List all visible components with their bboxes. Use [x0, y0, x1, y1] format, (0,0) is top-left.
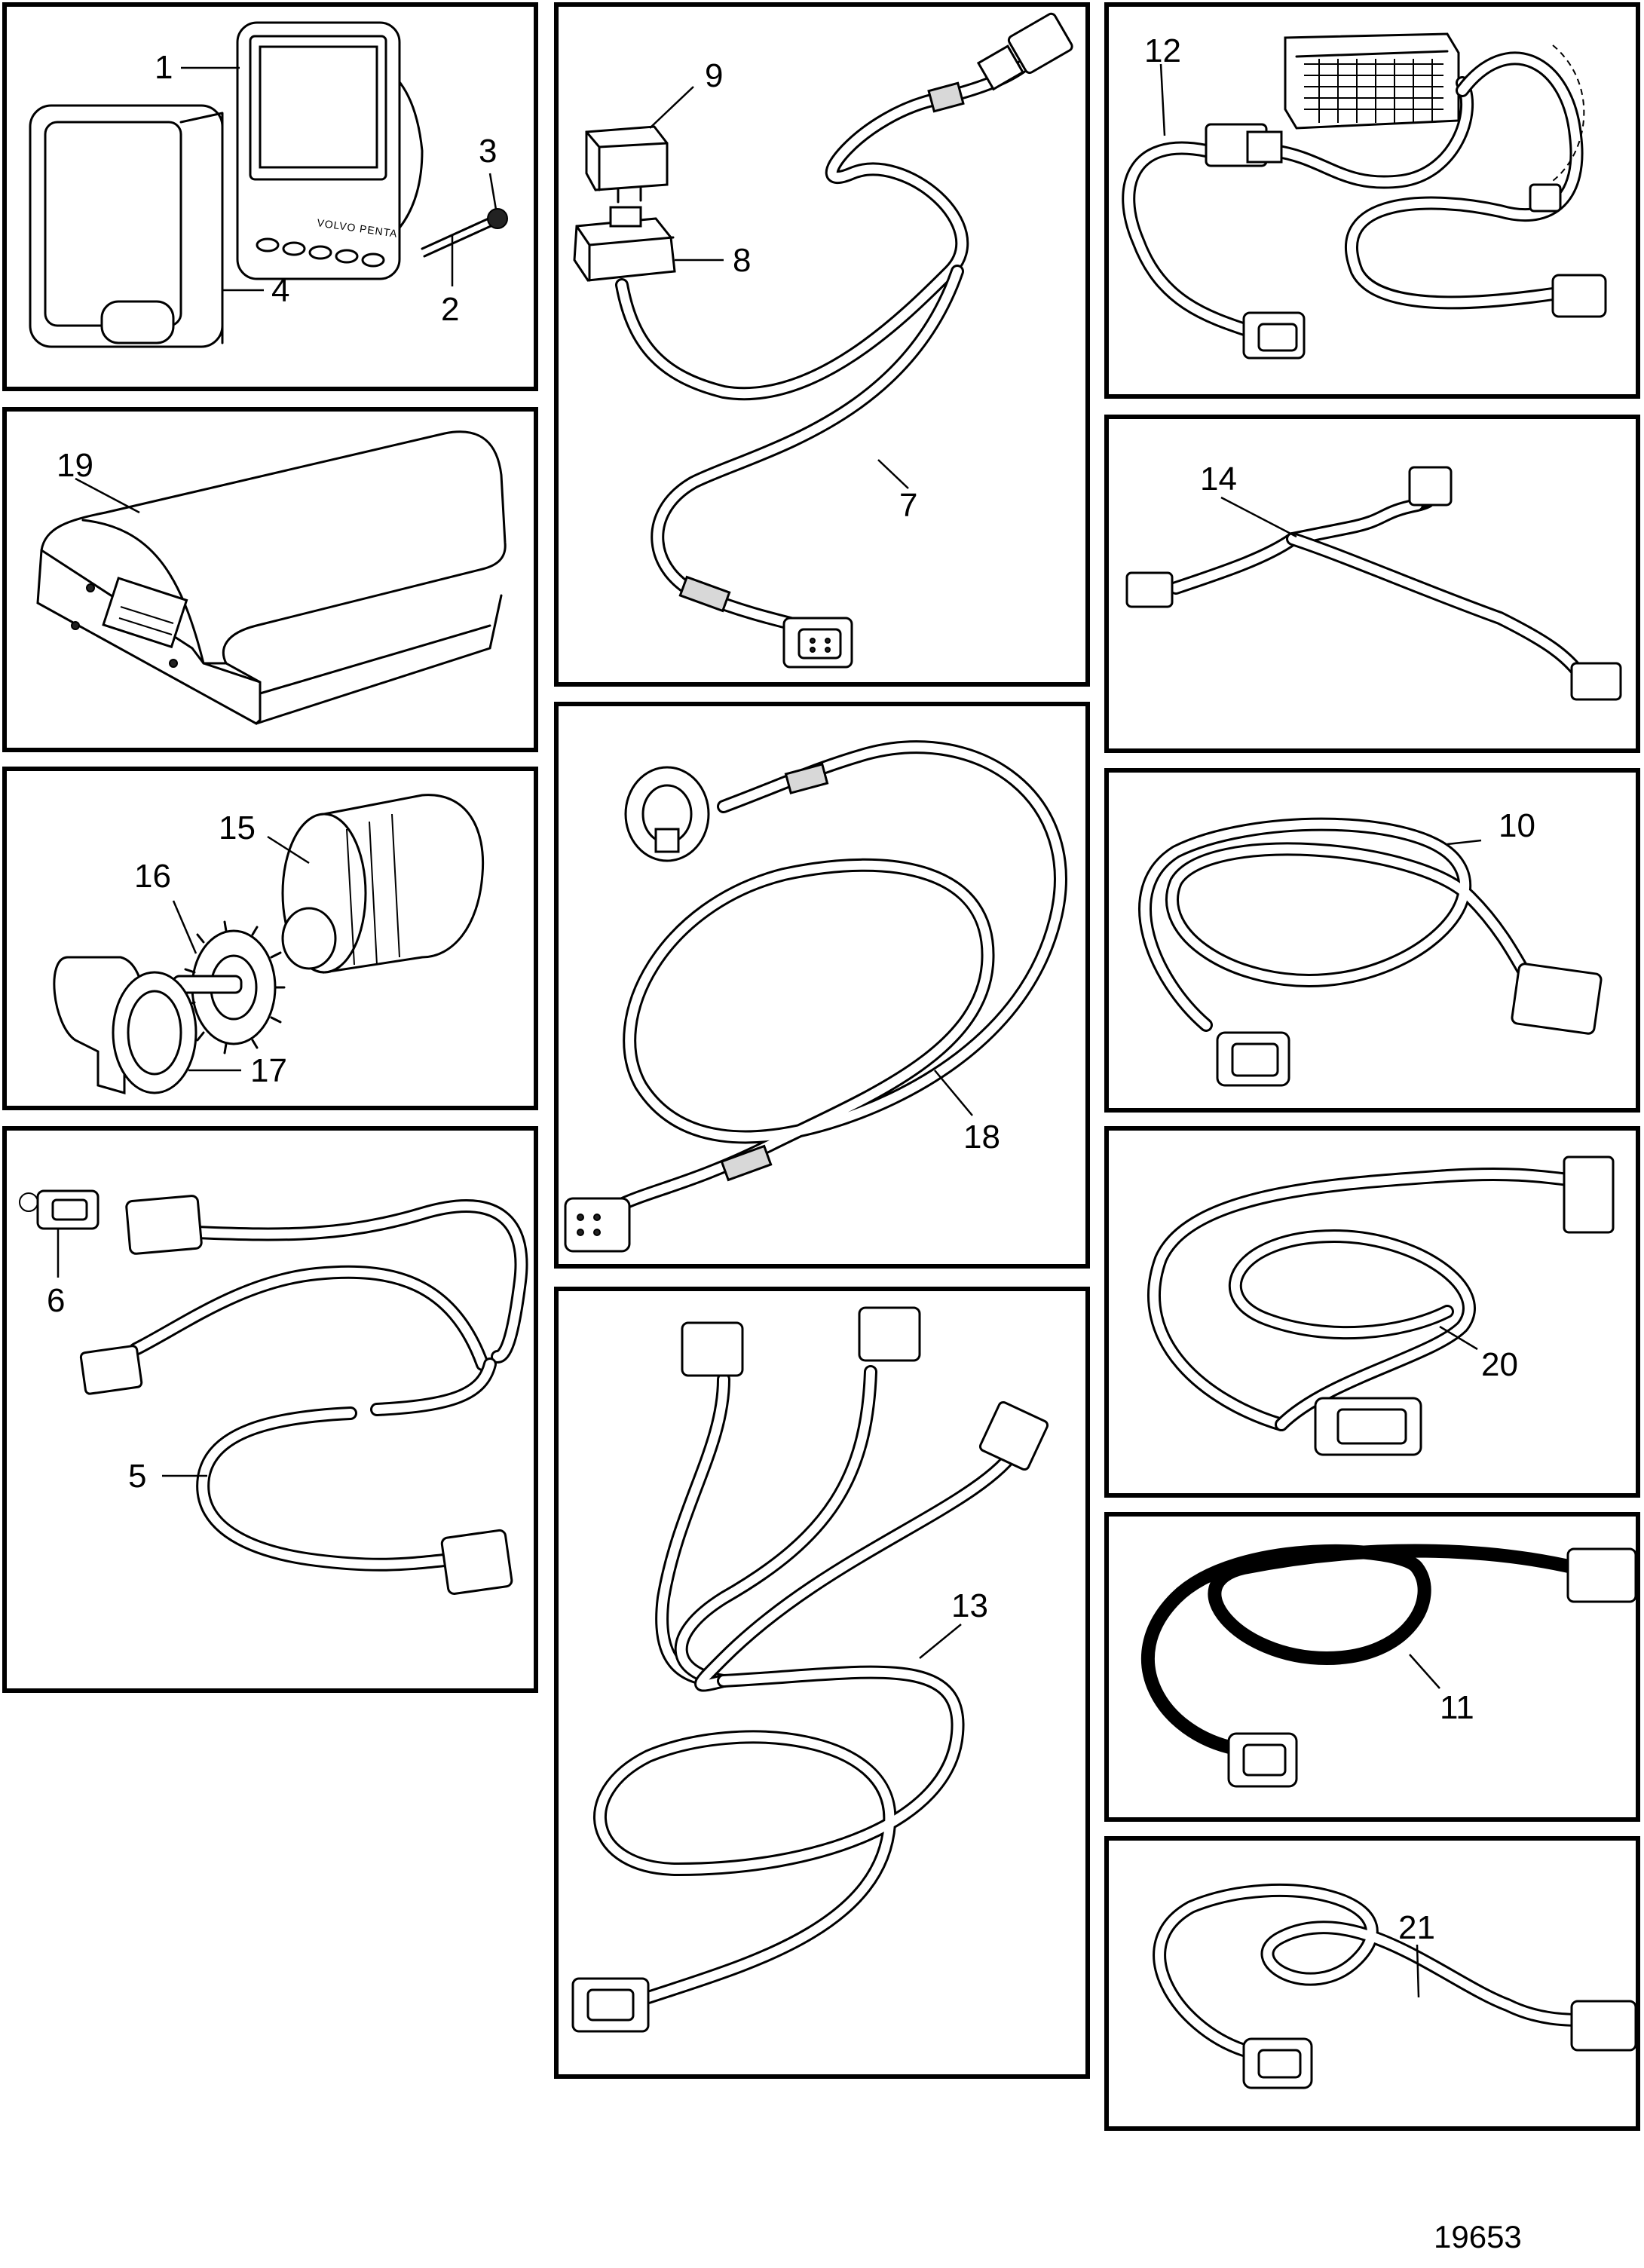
callout-19: 19 — [57, 447, 93, 484]
callout-14: 14 — [1200, 461, 1237, 497]
callout-7: 7 — [899, 487, 917, 524]
display-cover-part — [29, 104, 224, 348]
callout-9: 9 — [705, 57, 723, 94]
mounting-nut-part — [487, 208, 508, 229]
panel-harness-5: 6 5 — [2, 1126, 538, 1693]
ignition-switch-body-part — [281, 794, 485, 974]
panel-harness-20: 20 — [1104, 1126, 1640, 1498]
figure-reference-number: 19653 — [1434, 2219, 1522, 2254]
harness-11-cable — [1140, 1544, 1582, 1755]
relay-harness-cable — [615, 46, 1043, 632]
relay-socket-part — [573, 206, 676, 282]
panel-ignition-switch: 15 16 17 — [2, 767, 538, 1110]
panel-relay-harness: 9 8 7 — [554, 2, 1090, 687]
harness-10-cable — [1138, 817, 1545, 1032]
harness-13-connectors — [571, 1306, 1049, 2033]
panel-harness-14: 14 — [1104, 415, 1640, 753]
harness-18-round-connector — [624, 766, 710, 862]
harness-12-connectors — [1205, 123, 1607, 360]
callout-4: 4 — [271, 272, 289, 309]
harness-14-connectors — [1125, 466, 1622, 701]
relay-harness-connector-top — [976, 12, 1073, 91]
callout-3: 3 — [479, 133, 497, 170]
callout-13: 13 — [951, 1587, 988, 1624]
harness-13-cables — [593, 1365, 1024, 2004]
harness-21-connectors — [1242, 2000, 1637, 2089]
harness-18-flat-connector — [564, 1197, 631, 1253]
callout-20: 20 — [1481, 1346, 1518, 1383]
callout-2: 2 — [441, 291, 459, 328]
harness-10-connectors — [1216, 963, 1603, 1087]
callout-10: 10 — [1499, 807, 1535, 844]
harness-5-cable — [129, 1199, 528, 1572]
callout-1: 1 — [155, 49, 173, 86]
callout-11: 11 — [1440, 1689, 1474, 1726]
callout-6: 6 — [47, 1282, 65, 1319]
panel-harness-11: 11 — [1104, 1512, 1640, 1822]
harness-11-connectors — [1227, 1547, 1637, 1788]
callout-21: 21 — [1398, 1909, 1435, 1946]
callout-16: 16 — [134, 858, 171, 895]
panel-harness-10: 10 — [1104, 768, 1640, 1113]
harness-6-part — [19, 1189, 99, 1230]
callout-15: 15 — [219, 810, 256, 846]
callout-18: 18 — [963, 1119, 1000, 1155]
harness-18-cable — [611, 740, 1067, 1213]
panel-harness-13: 13 — [554, 1287, 1090, 2079]
harness-20-cable — [1147, 1167, 1575, 1431]
mounting-stud-part — [421, 217, 492, 258]
panel-control-unit: 19 — [2, 407, 538, 752]
harness-20-connectors — [1314, 1155, 1615, 1456]
panel-harness-12: 12 — [1104, 2, 1640, 399]
relay-harness-connector-bottom — [782, 617, 853, 669]
harness-5-connectors — [79, 1195, 513, 1595]
display-keypad — [256, 237, 385, 268]
callout-12: 12 — [1144, 32, 1181, 69]
panel-harness-18: 18 — [554, 702, 1090, 1269]
ignition-knob-part — [112, 971, 197, 1094]
callout-8: 8 — [733, 242, 751, 279]
callout-5: 5 — [128, 1458, 146, 1495]
relay-part — [585, 125, 669, 204]
harness-12-cables — [1122, 44, 1585, 338]
display-unit-part: VOLVO PENTA — [236, 21, 424, 280]
harness-21-cable — [1153, 1884, 1590, 2057]
control-unit-part — [36, 430, 507, 725]
panel-harness-21: 21 — [1104, 1836, 1640, 2131]
panel-display-unit: VOLVO PENTA 1 2 3 4 — [2, 2, 538, 391]
ecu-connector-block — [1284, 32, 1460, 130]
callout-17: 17 — [250, 1052, 287, 1089]
